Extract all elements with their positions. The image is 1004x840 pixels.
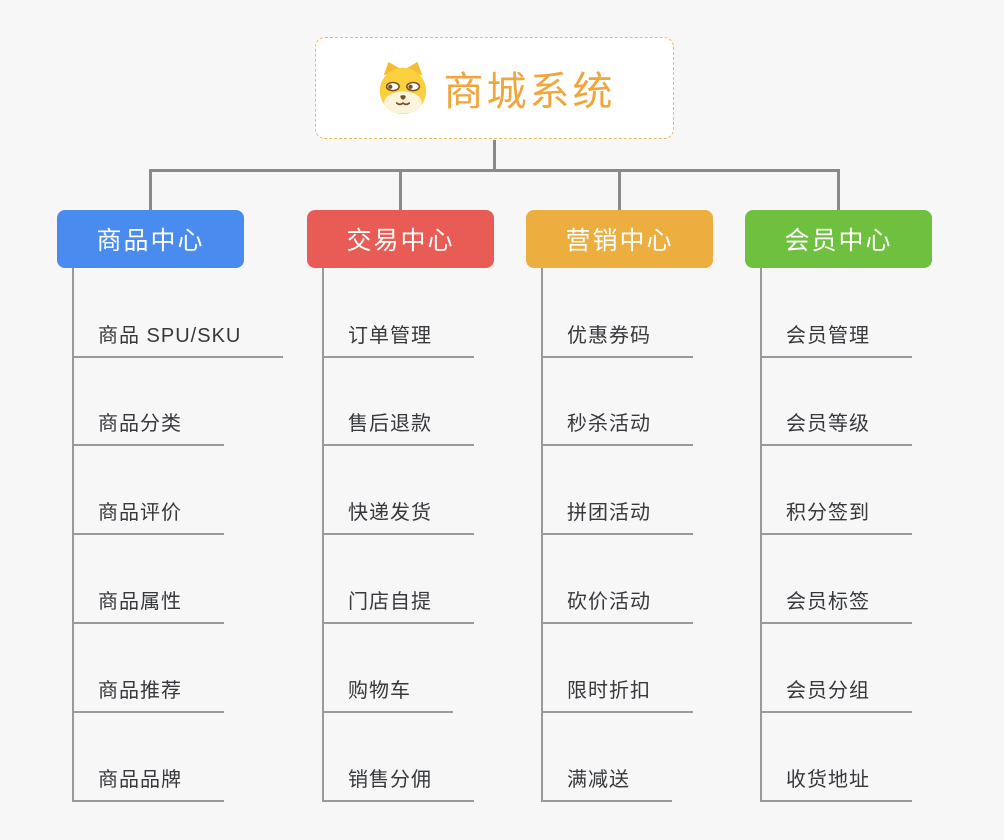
leaf-item[interactable]: 订单管理	[322, 316, 474, 358]
leaf-item[interactable]: 购物车	[322, 671, 453, 713]
leaf-item[interactable]: 拼团活动	[541, 493, 693, 536]
leaf-item[interactable]: 商品属性	[72, 582, 224, 624]
leaf-item[interactable]: 商品分类	[72, 404, 224, 447]
leaf-item[interactable]: 优惠券码	[541, 316, 693, 358]
leaf-item[interactable]: 销售分佣	[322, 760, 474, 802]
branch-stub-line-0	[149, 169, 152, 210]
root-stub-line	[493, 140, 496, 169]
leaf-item[interactable]: 会员标签	[760, 582, 912, 624]
branch-header-0[interactable]: 商品中心	[57, 210, 244, 268]
root-node[interactable]: 商城系统	[315, 37, 674, 139]
branch-stub-line-1	[399, 169, 402, 210]
leaf-item[interactable]: 会员等级	[760, 404, 912, 447]
leaf-item[interactable]: 会员管理	[760, 316, 912, 358]
leaf-item[interactable]: 门店自提	[322, 582, 474, 624]
leaf-item[interactable]: 满减送	[541, 760, 672, 802]
leaf-item[interactable]: 快递发货	[322, 493, 474, 536]
horizontal-rail-line	[149, 169, 840, 172]
shiba-dog-icon	[379, 61, 426, 115]
branch-header-2[interactable]: 营销中心	[526, 210, 713, 268]
leaf-item[interactable]: 砍价活动	[541, 582, 693, 624]
leaf-item[interactable]: 售后退款	[322, 404, 474, 447]
leaf-item[interactable]: 限时折扣	[541, 671, 693, 713]
leaf-item[interactable]: 商品评价	[72, 493, 224, 536]
branch-header-3[interactable]: 会员中心	[745, 210, 932, 268]
leaf-item[interactable]: 商品 SPU/SKU	[72, 316, 284, 358]
root-title: 商城系统	[443, 70, 616, 114]
leaf-item[interactable]: 收货地址	[760, 760, 912, 802]
leaf-item[interactable]: 积分签到	[760, 493, 912, 536]
leaf-item[interactable]: 商品推荐	[72, 671, 224, 713]
branch-header-1[interactable]: 交易中心	[307, 210, 494, 268]
leaf-item[interactable]: 商品品牌	[72, 760, 224, 802]
leaf-item[interactable]: 秒杀活动	[541, 404, 693, 447]
leaf-item[interactable]: 会员分组	[760, 671, 912, 713]
branch-stub-line-2	[618, 169, 621, 210]
branch-stub-line-3	[837, 169, 840, 210]
